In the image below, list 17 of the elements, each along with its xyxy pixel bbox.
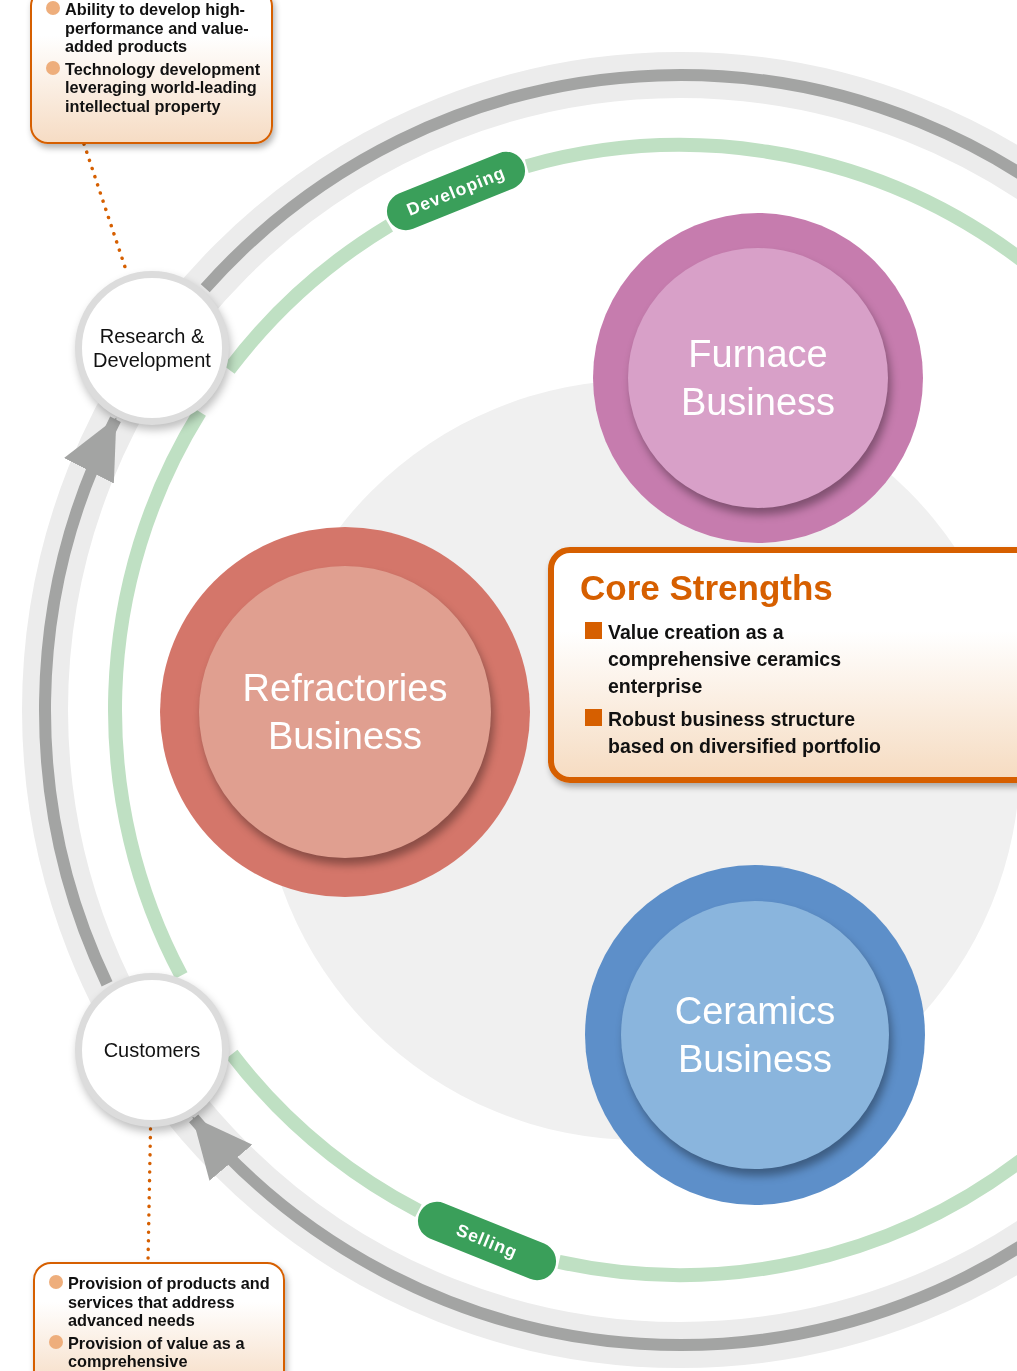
- callout-box: [30, 0, 273, 144]
- callout-text: Ability to develop high-performance and value-added products: [65, 0, 250, 56]
- strengths-panel: [548, 547, 1017, 783]
- stage-label: Customers: [103, 1038, 201, 1062]
- business-label: Ceramics Business: [673, 989, 837, 1082]
- stage-label: Research & Development: [92, 324, 212, 372]
- business-label: Refractories Business: [241, 666, 449, 759]
- strength-text: Value creation as a comprehensive ceramics enterprise: [608, 620, 843, 699]
- business-label: Furnace Business: [679, 332, 837, 425]
- cycle-arrow: [39, 416, 121, 987]
- callout-text: Technology development leveraging world-leading intellectual property: [65, 59, 262, 115]
- strength-text: Robust business structure based on diversified portfolio: [608, 707, 883, 759]
- callout-box: [33, 1262, 285, 1371]
- callout-text: Provision of products and services that address advanced needs: [68, 1274, 271, 1330]
- callout-text: Provision of value as a comprehensive: [68, 1333, 246, 1371]
- cycle-arrow: [189, 70, 1017, 1351]
- panel-heading: Core Strengths: [580, 567, 833, 609]
